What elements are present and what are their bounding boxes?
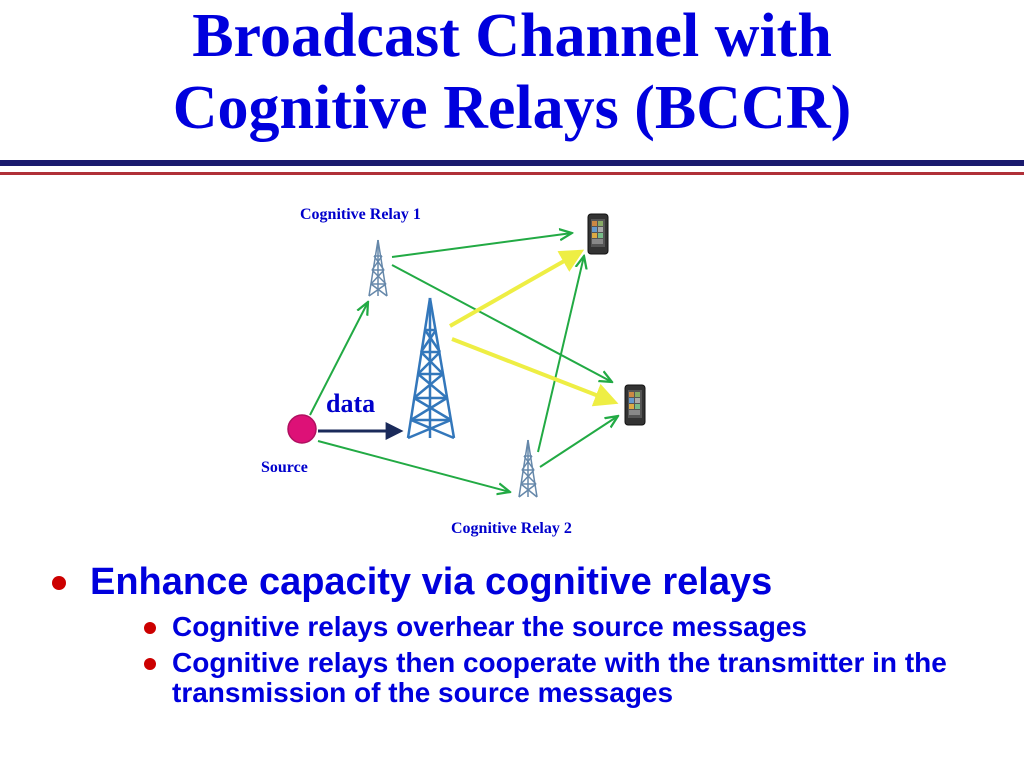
sub-bullet-item: Cognitive relays then cooperate with the…: [136, 648, 1012, 708]
sub-bullet-text: Cognitive relays overhear the source mes…: [172, 611, 807, 642]
relay1-label: Cognitive Relay 1: [300, 206, 421, 223]
data-label: data: [326, 389, 375, 418]
phone2-icon: [624, 384, 646, 426]
title-divider-navy: [0, 160, 1024, 166]
sub-bullet-dot-icon: [144, 622, 156, 634]
link-source-relay2: [317, 440, 510, 492]
sub-bullet-list: Cognitive relays overhear the source mes…: [90, 612, 1012, 708]
link-relay2-phone2: [539, 416, 618, 468]
title-divider-red: [0, 172, 1024, 175]
link-transmitter-phone1: [449, 249, 585, 328]
transmitter-links: [449, 249, 619, 407]
link-relay2-phone1: [537, 256, 584, 453]
relay2-label: Cognitive Relay 2: [451, 520, 572, 537]
source-label: Source: [261, 459, 308, 476]
slide-title: Broadcast Channel with Cognitive Relays …: [0, 0, 1024, 144]
transmitter-tower-icon: [406, 297, 456, 440]
phone1-icon: [587, 213, 609, 255]
bullet-list: Enhance capacity via cognitive relays Co…: [52, 556, 1012, 714]
bullet-text: Enhance capacity via cognitive relays: [90, 561, 773, 603]
bullet-dot-icon: [52, 576, 66, 590]
sub-bullet-dot-icon: [144, 658, 156, 670]
link-source-relay1: [309, 302, 368, 416]
source-node: [287, 414, 317, 444]
relay1-tower-icon: [368, 239, 388, 297]
link-relay1-phone2: [391, 264, 612, 382]
relay-links: [309, 233, 618, 492]
link-relay1-phone1: [391, 233, 572, 258]
slide-title-line1: Broadcast Channel with: [192, 2, 832, 70]
bullet-item: Enhance capacity via cognitive relays Co…: [52, 556, 1012, 708]
relay2-tower-icon: [518, 439, 538, 498]
sub-bullet-text: Cognitive relays then cooperate with the…: [172, 647, 947, 708]
slide-title-line2: Cognitive Relays (BCCR): [172, 74, 852, 142]
sub-bullet-item: Cognitive relays overhear the source mes…: [136, 612, 1012, 642]
link-transmitter-phone2: [451, 337, 619, 407]
